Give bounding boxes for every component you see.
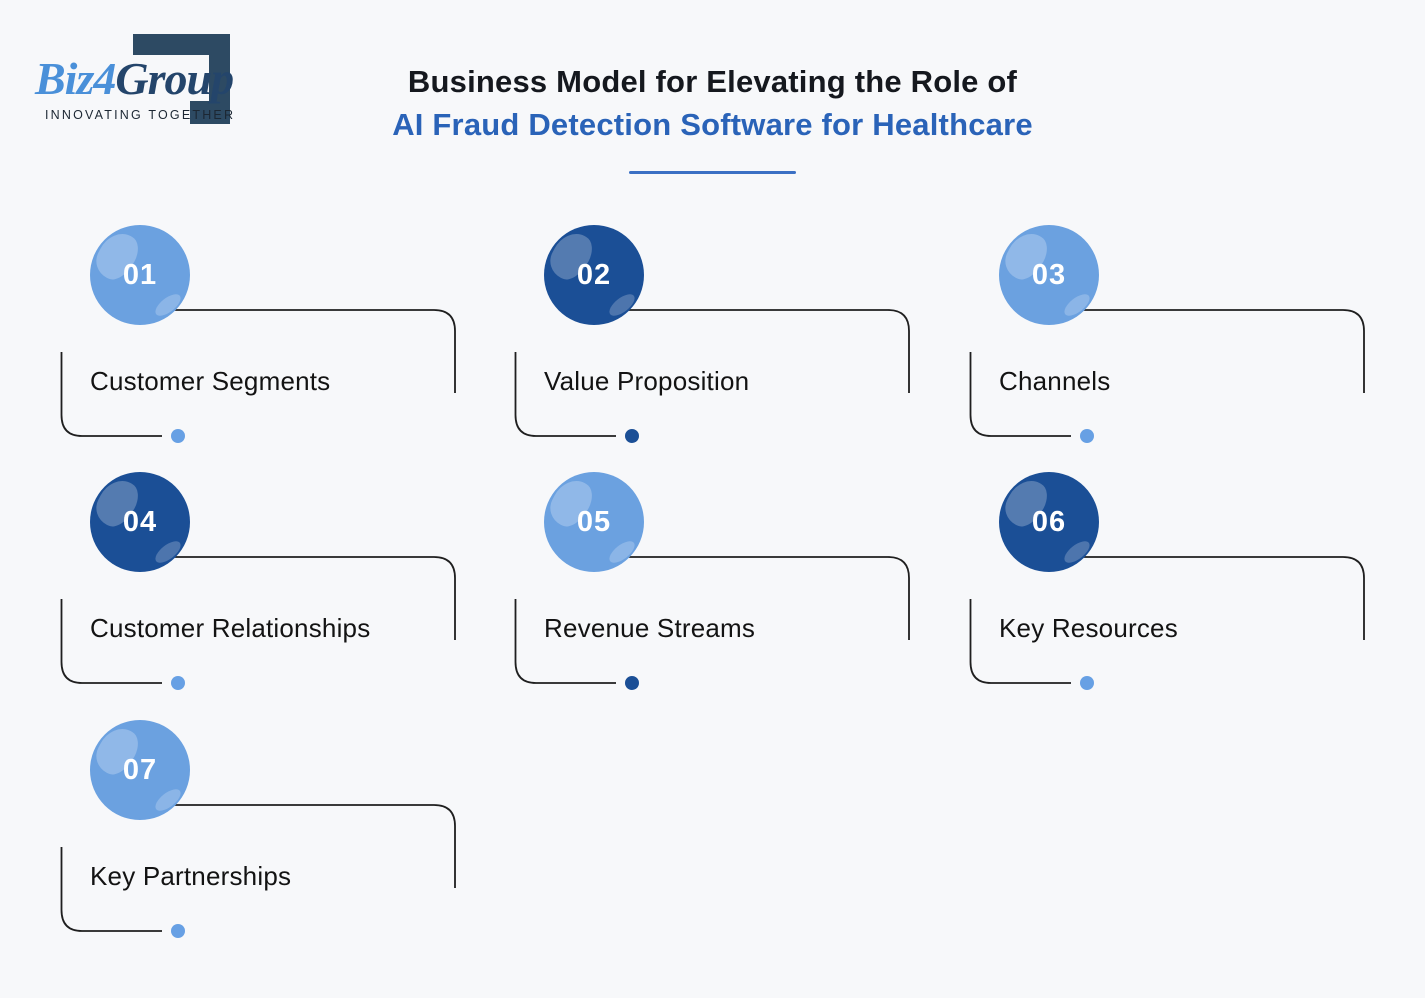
model-item-03: 03 Channels	[969, 225, 1365, 451]
end-dot	[171, 676, 185, 690]
number-circle: 06	[999, 472, 1099, 572]
number-circle: 07	[90, 720, 190, 820]
model-item-05: 05 Revenue Streams	[514, 472, 910, 698]
number-circle: 04	[90, 472, 190, 572]
end-dot	[1080, 429, 1094, 443]
item-number: 02	[576, 258, 612, 291]
item-label: Key Resources	[999, 613, 1178, 643]
logo-text-group: Group	[115, 53, 234, 104]
item-number: 06	[1031, 505, 1067, 538]
connector-lines	[969, 309, 1365, 443]
item-number: 04	[122, 505, 158, 538]
item-number: 01	[122, 258, 158, 291]
title-line-1: Business Model for Elevating the Role of	[407, 64, 1018, 99]
item-label: Revenue Streams	[544, 613, 756, 643]
item-number: 07	[122, 753, 158, 786]
title-line-2: AI Fraud Detection Software for Healthca…	[392, 107, 1033, 142]
item-label: Value Proposition	[544, 366, 750, 396]
logo-bracket-icon	[133, 34, 230, 124]
logo-text-4: 4	[93, 53, 116, 104]
logo-wordmark: Biz4Group	[35, 52, 234, 105]
model-item-01: 01 Customer Segments	[60, 225, 456, 451]
item-label: Key Partnerships	[90, 861, 292, 891]
item-number: 03	[1031, 258, 1067, 291]
connector-lines	[60, 556, 456, 690]
connector-lines	[514, 309, 910, 443]
logo-tagline: INNOVATING TOGETHER	[45, 108, 236, 122]
model-item-06: 06 Key Resources	[969, 472, 1365, 698]
end-dot	[171, 924, 185, 938]
number-circle: 03	[999, 225, 1099, 325]
item-label: Channels	[999, 366, 1111, 396]
number-circle: 01	[90, 225, 190, 325]
end-dot	[171, 429, 185, 443]
end-dot	[625, 676, 639, 690]
title-underline	[629, 171, 796, 174]
model-item-07: 07 Key Partnerships	[60, 720, 456, 946]
connector-lines	[60, 804, 456, 938]
connector-lines	[60, 309, 456, 443]
page-title: Business Model for Elevating the Role of…	[0, 64, 1425, 174]
logo-text-biz: Biz	[35, 53, 94, 104]
model-item-04: 04 Customer Relationships	[60, 472, 456, 698]
end-dot	[1080, 676, 1094, 690]
connector-lines	[514, 556, 910, 690]
number-circle: 02	[544, 225, 644, 325]
biz4group-logo: Biz4Group INNOVATING TOGETHER	[35, 30, 245, 130]
item-label: Customer Segments	[90, 366, 331, 396]
item-number: 05	[576, 505, 612, 538]
connector-lines	[969, 556, 1365, 690]
item-label: Customer Relationships	[90, 613, 371, 643]
end-dot	[625, 429, 639, 443]
number-circle: 05	[544, 472, 644, 572]
model-item-02: 02 Value Proposition	[514, 225, 910, 451]
